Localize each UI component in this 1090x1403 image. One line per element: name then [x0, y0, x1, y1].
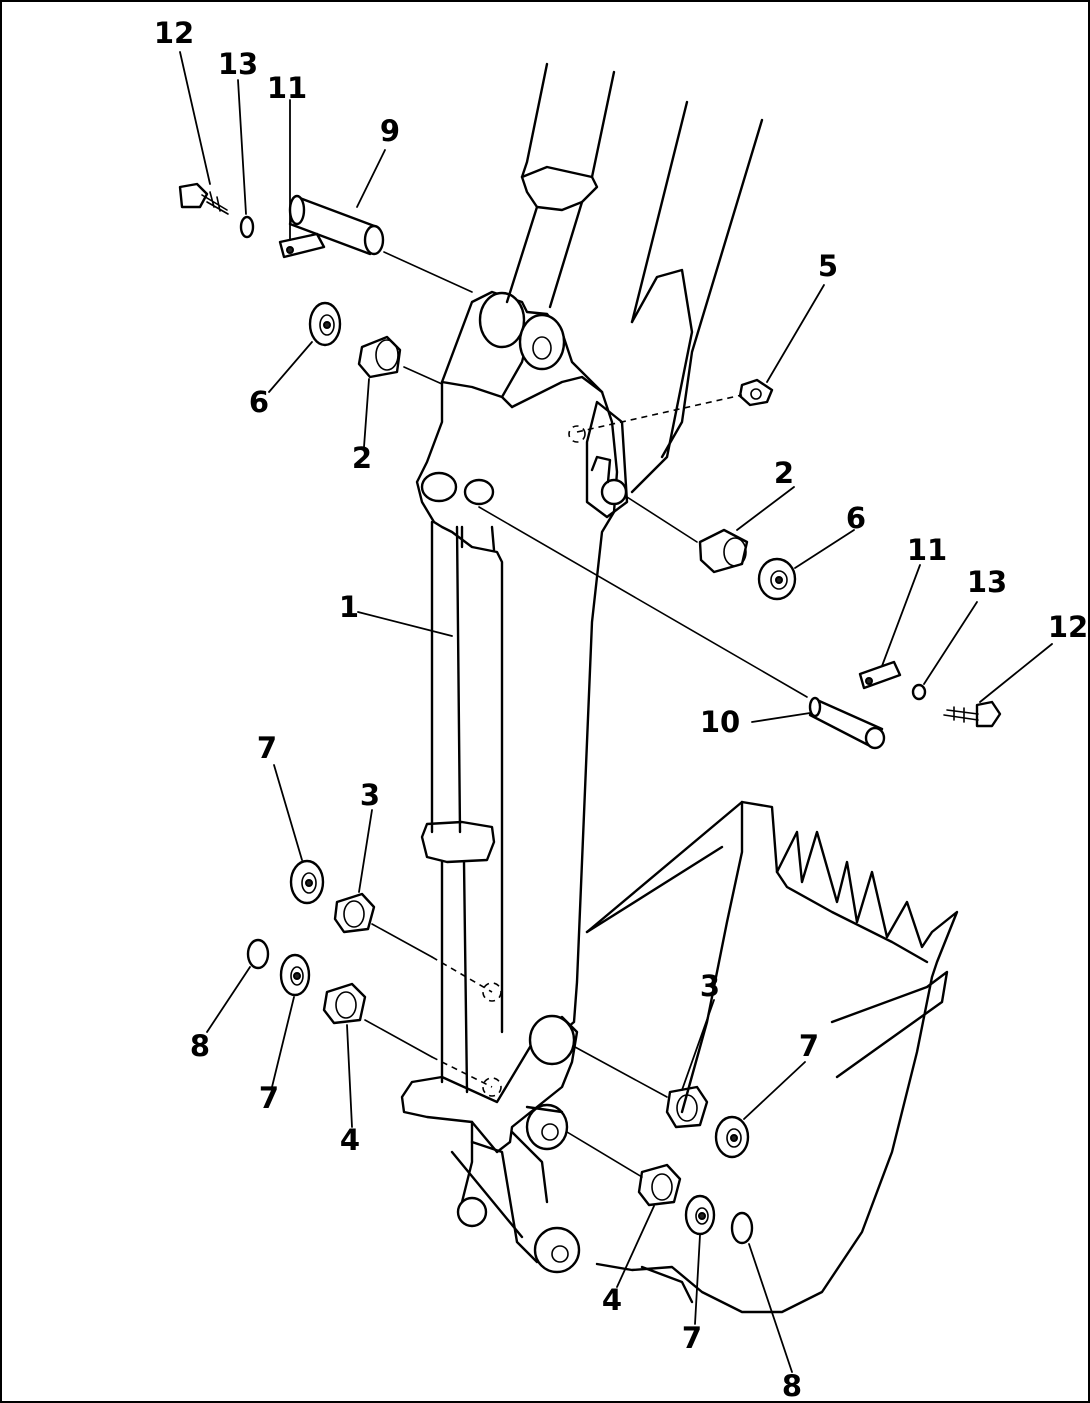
seals	[279, 301, 797, 1236]
callout-7-left-upper: 7	[257, 731, 277, 765]
callout-7-right: 7	[799, 1029, 819, 1063]
callout-5: 5	[818, 249, 838, 283]
arm	[415, 290, 629, 1034]
callout-12-top: 12	[154, 16, 194, 50]
part-10-pin	[808, 696, 886, 750]
bucket-cylinder	[420, 520, 496, 1094]
callout-6-right: 6	[846, 501, 866, 535]
callout-13-top: 13	[218, 47, 258, 81]
callout-7-left-lower: 7	[259, 1081, 279, 1115]
bucket	[585, 800, 959, 1314]
bushings	[322, 335, 749, 1207]
callout-10: 10	[700, 705, 740, 739]
callout-3-right: 3	[700, 969, 720, 1003]
callout-4-left: 4	[340, 1123, 360, 1157]
part-8-snap-ring	[246, 938, 754, 1245]
callout-11-top: 11	[267, 71, 307, 105]
leader-lines	[179, 51, 1053, 1373]
callout-11-right: 11	[907, 533, 947, 567]
callout-12-right: 12	[1048, 610, 1088, 644]
part-5-grease-fitting	[738, 378, 774, 407]
callout-6-upper-left: 6	[249, 385, 269, 419]
part-13-washer	[239, 215, 927, 701]
callout-7-bottom: 7	[682, 1321, 702, 1355]
callout-3-left: 3	[360, 778, 380, 812]
part-12-bolt	[178, 182, 1002, 728]
callout-2-right: 2	[774, 456, 794, 490]
bucket-links	[400, 1014, 581, 1274]
boom	[505, 62, 764, 494]
part-11-lock-plate	[278, 232, 902, 690]
part-9-pin	[288, 194, 385, 256]
callout-labels: 12 13 11 9 6 2 5 2 6 1 11 13 12 10 7 3 8…	[154, 16, 1088, 1401]
callout-8-bottom: 8	[782, 1369, 802, 1401]
callout-2-left: 2	[352, 441, 372, 475]
callout-4-bottom: 4	[602, 1283, 622, 1317]
callout-9: 9	[380, 114, 400, 148]
callout-1: 1	[339, 590, 359, 624]
assembly-lines	[364, 251, 808, 1178]
callout-13-right: 13	[967, 565, 1007, 599]
callout-8-left: 8	[190, 1029, 210, 1063]
